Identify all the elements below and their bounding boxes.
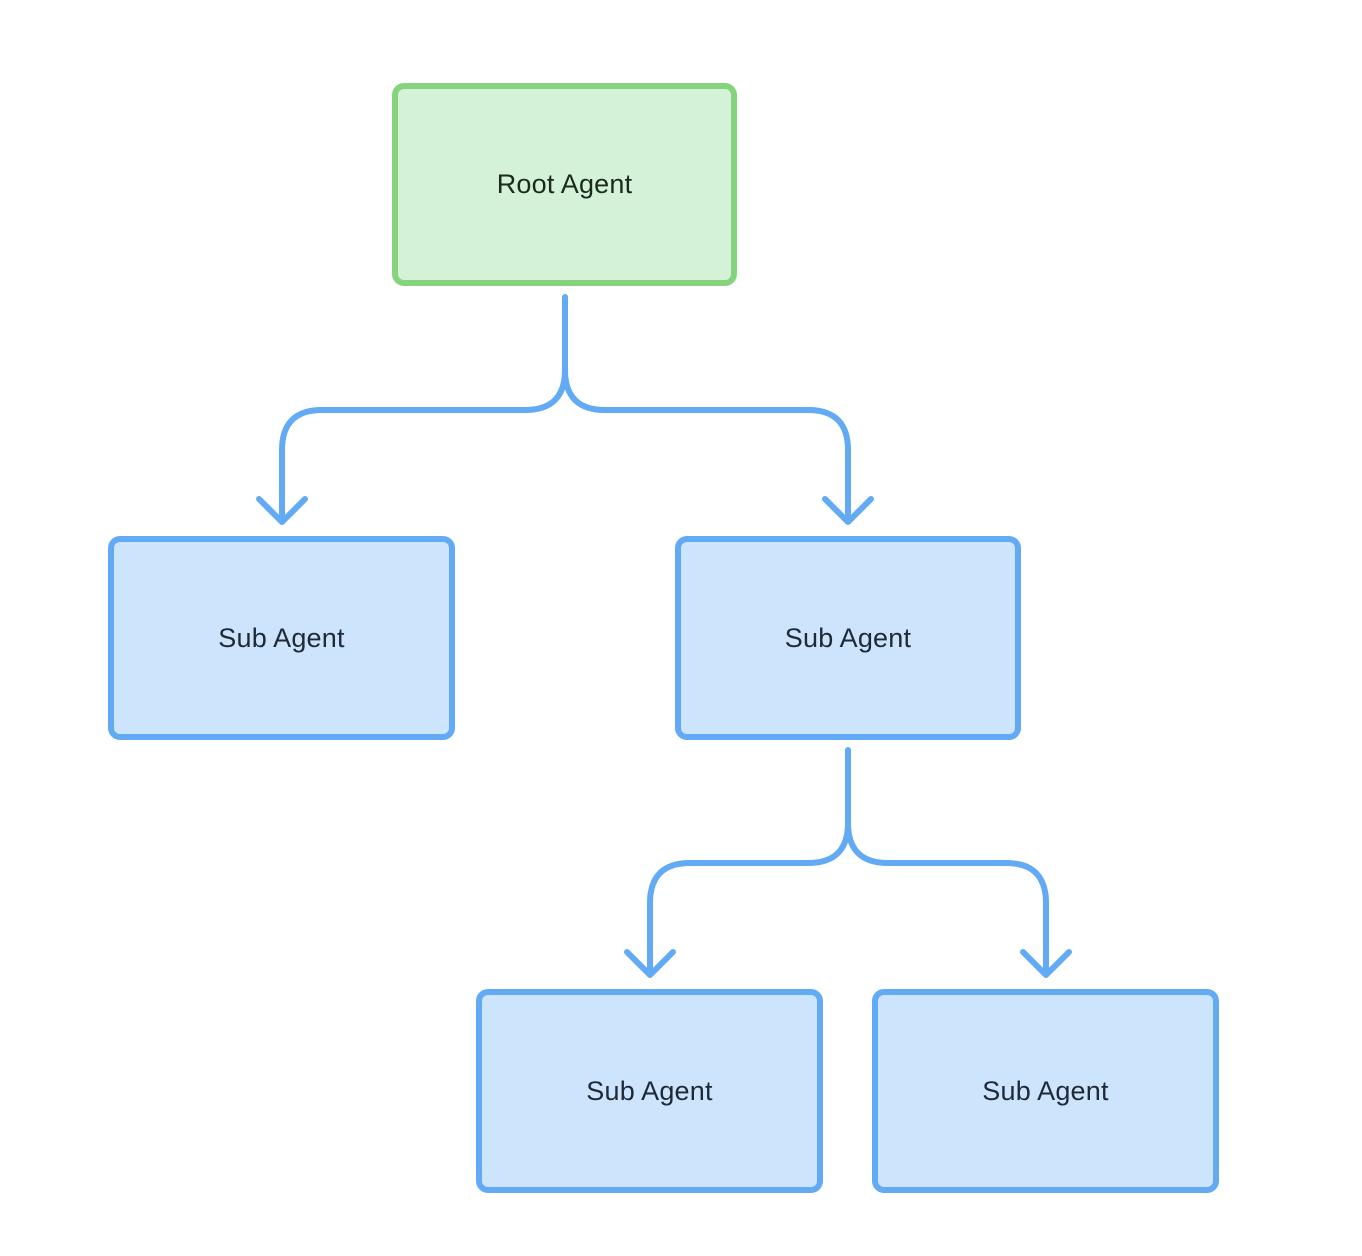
connector-sub-2-to-sub-4 xyxy=(845,820,1049,976)
sub-agent-label-4: Sub Agent xyxy=(982,1075,1109,1106)
sub-agent-label-2: Sub Agent xyxy=(784,622,912,653)
arrowhead-sub-4 xyxy=(1020,949,1072,978)
sub-agent-node-3[interactable]: Sub Agent xyxy=(476,989,823,1193)
sub-agent-node-2[interactable]: Sub Agent xyxy=(675,536,1021,740)
sub-agent-label-3: Sub Agent xyxy=(586,1075,713,1106)
root-agent-node[interactable]: Root Agent xyxy=(392,83,737,286)
connector-root-to-sub-1 xyxy=(279,294,568,523)
sub-agent-label-1: Sub Agent xyxy=(218,622,345,653)
sub-agent-node-1[interactable]: Sub Agent xyxy=(108,536,455,740)
root-agent-label: Root Agent xyxy=(496,169,633,199)
arrowhead-sub-1 xyxy=(256,496,308,525)
sub-agent-node-4[interactable]: Sub Agent xyxy=(872,989,1219,1193)
arrowhead-sub-2 xyxy=(822,496,874,525)
connector-sub-2-to-sub-3 xyxy=(647,747,851,976)
arrowhead-sub-3 xyxy=(624,949,676,978)
connector-root-to-sub-2 xyxy=(562,367,851,523)
